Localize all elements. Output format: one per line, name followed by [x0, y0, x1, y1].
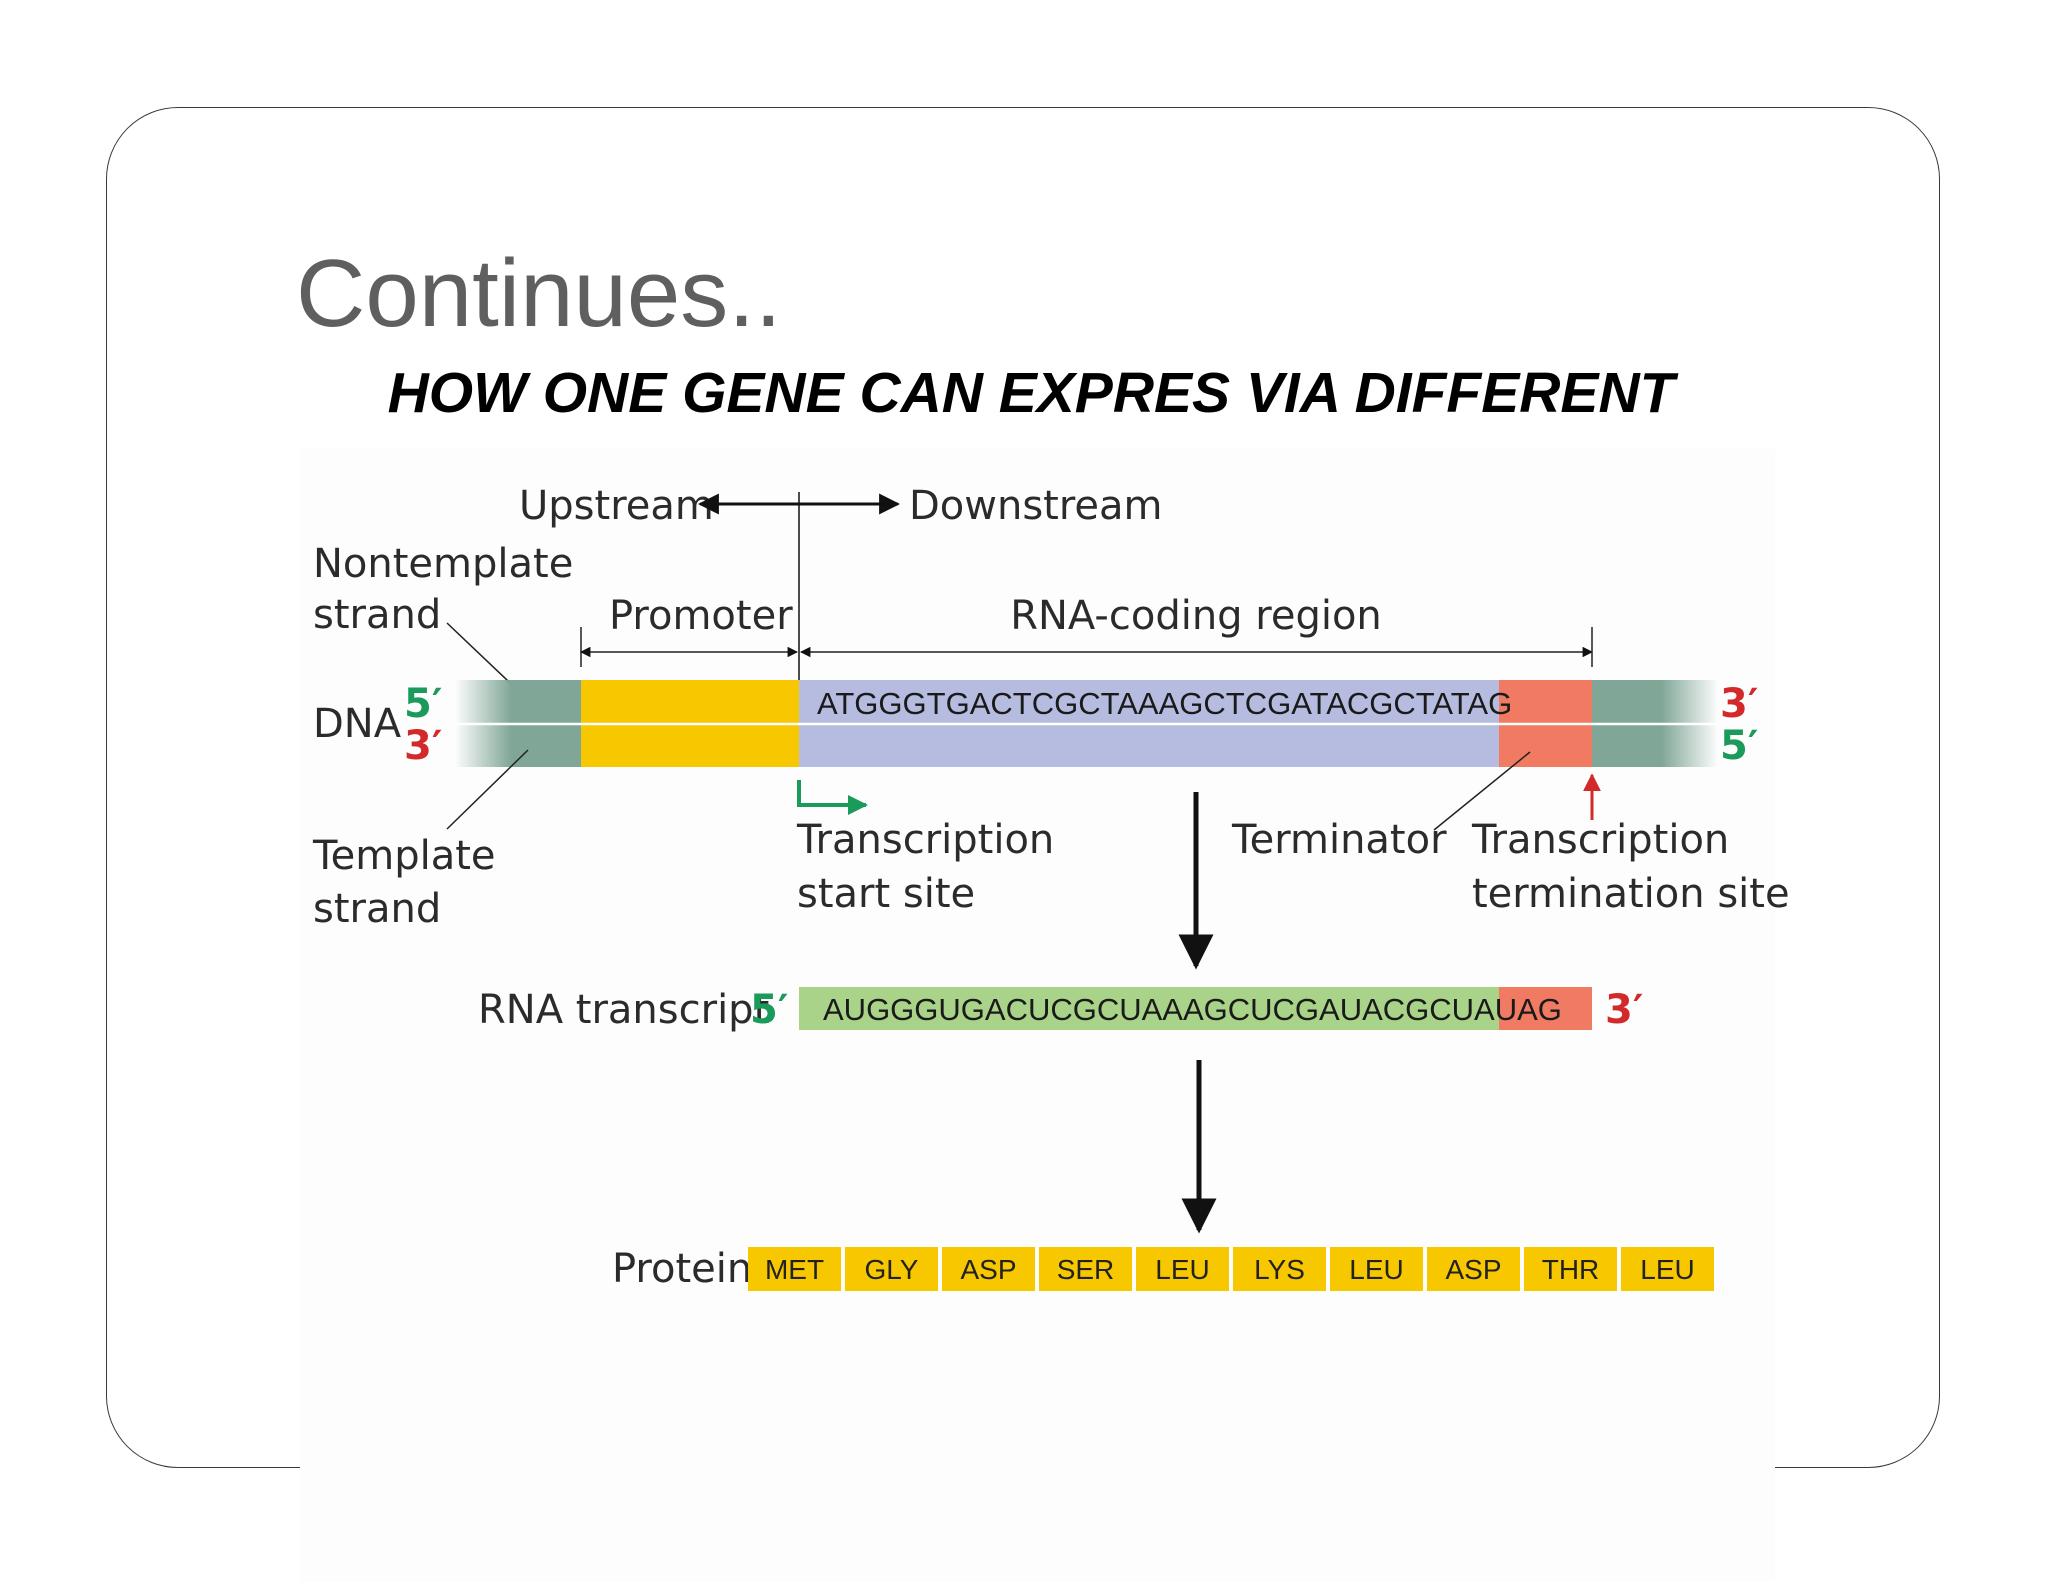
rna-strand	[799, 987, 1592, 1030]
termination-site-label-line2: termination site	[1472, 871, 1790, 917]
amino-acid-box	[1039, 1247, 1132, 1291]
slide-subtitle: HOW ONE GENE CAN EXPRES VIA DIFFERENT MO…	[387, 361, 1675, 449]
protein-chain: MET GLY ASP SER LEU LYS LEU ASP THR LEU	[748, 1247, 1714, 1291]
protein-label: Protein	[612, 1246, 752, 1292]
dna-bottom-3prime: 3′	[404, 723, 442, 769]
amino-acid-label: GLY	[865, 1254, 919, 1285]
amino-acid-box	[1330, 1247, 1423, 1291]
promoter-label: Promoter	[609, 593, 793, 639]
template-label-line2: strand	[313, 886, 441, 932]
amino-acid-box	[748, 1247, 841, 1291]
amino-acid-label: LYS	[1254, 1254, 1305, 1285]
terminator-pointer	[1433, 751, 1531, 831]
dna-double-strand	[455, 680, 1718, 767]
termination-site-label-line1: Transcription	[1471, 817, 1729, 863]
amino-acid-label: LEU	[1155, 1254, 1209, 1285]
template-pointer	[446, 749, 529, 830]
dna-top-3prime: 3′	[1720, 681, 1758, 727]
amino-acid-label: ASP	[960, 1254, 1016, 1285]
start-site-label-line1: Transcription	[796, 817, 1054, 863]
start-site-arrow	[797, 780, 868, 815]
amino-acid-box	[1524, 1247, 1617, 1291]
template-label-line1: Template	[312, 833, 496, 879]
amino-acid-box	[942, 1247, 1035, 1291]
downstream-label: Downstream	[909, 483, 1163, 529]
rna-sequence: AUGGGUGACUCGCUAAAGCUCGAUACGCUAUAG	[823, 992, 1562, 1027]
amino-acid-box	[1427, 1247, 1520, 1291]
start-site-label-line2: start site	[797, 871, 975, 917]
dna-top-5prime: 5′	[404, 681, 442, 727]
rna-3prime: 3′	[1605, 987, 1643, 1033]
dna-bottom-5prime: 5′	[1720, 723, 1758, 769]
rna-transcript-label: RNA transcript	[478, 987, 769, 1033]
amino-acid-label: LEU	[1640, 1254, 1694, 1285]
nontemplate-label-line1: Nontemplate	[313, 541, 573, 587]
amino-acid-label: SER	[1057, 1254, 1115, 1285]
slide-title: Continues..	[296, 240, 782, 347]
amino-acid-box	[1233, 1247, 1326, 1291]
amino-acid-label: THR	[1542, 1254, 1600, 1285]
terminator-label: Terminator	[1231, 817, 1447, 863]
amino-acid-label: ASP	[1445, 1254, 1501, 1285]
amino-acid-box	[1136, 1247, 1229, 1291]
amino-acid-box	[1621, 1247, 1714, 1291]
subtitle-clip: HOW ONE GENE CAN EXPRES VIA DIFFERENT MO…	[296, 350, 1766, 449]
amino-acid-label: LEU	[1349, 1254, 1403, 1285]
dna-sequence: ATGGGTGACTCGCTAAAGCTCGATACGCTATAG	[817, 686, 1512, 721]
dna-label: DNA	[313, 701, 402, 747]
upstream-label: Upstream	[519, 483, 714, 529]
coding-region-label: RNA-coding region	[1010, 593, 1382, 639]
amino-acid-label: MET	[765, 1254, 824, 1285]
amino-acid-box	[845, 1247, 938, 1291]
nontemplate-label-line2: strand	[313, 592, 441, 638]
rna-5prime: 5′	[750, 987, 788, 1033]
